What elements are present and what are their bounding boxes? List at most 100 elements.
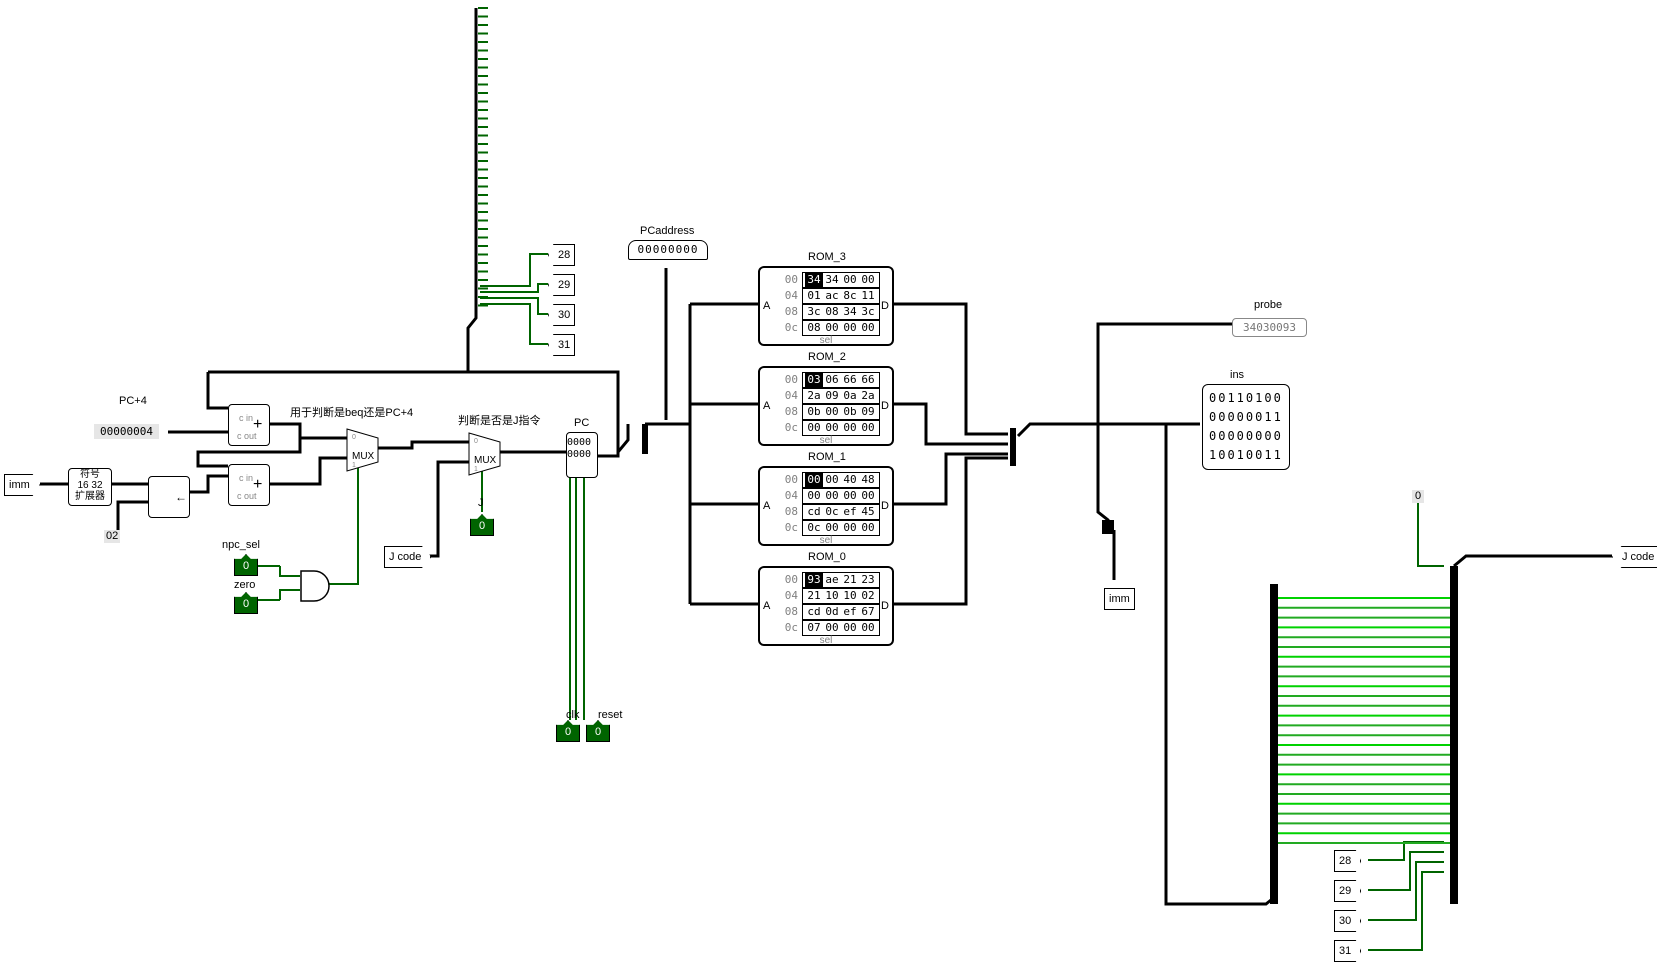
rom-cell[interactable]: 00 bbox=[861, 521, 875, 534]
rom-cell[interactable]: 11 bbox=[861, 289, 875, 302]
rom-cell[interactable]: 08 bbox=[807, 321, 821, 334]
rom-cell[interactable]: 00 bbox=[825, 621, 839, 634]
rom-title: ROM_2 bbox=[808, 351, 846, 363]
clk-input[interactable]: 0 bbox=[556, 720, 580, 742]
rom-cell[interactable]: 00 bbox=[843, 489, 857, 502]
rom-cell[interactable]: 0b bbox=[843, 405, 857, 418]
rom-cell[interactable]: 00 bbox=[825, 405, 839, 418]
rom-row: 08 cd 0d ef 67 bbox=[782, 604, 880, 620]
rom-cell[interactable]: 93 bbox=[805, 573, 823, 587]
rom-cell[interactable]: 67 bbox=[861, 605, 875, 618]
rom-cell[interactable]: 00 bbox=[861, 321, 875, 334]
rom-cell[interactable]: 2a bbox=[861, 389, 875, 402]
rom-cell[interactable]: 00 bbox=[861, 621, 875, 634]
rom-cell[interactable]: 03 bbox=[805, 373, 823, 387]
sign-ext-line3: 扩展器 bbox=[75, 491, 105, 502]
rom-cell[interactable]: 0c bbox=[825, 505, 839, 518]
rom-cell[interactable]: 00 bbox=[825, 421, 839, 434]
rom-cell[interactable]: 21 bbox=[843, 573, 857, 586]
rom-cell[interactable]: 00 bbox=[843, 273, 857, 286]
rom-cell[interactable]: 00 bbox=[807, 489, 821, 502]
rom-cell[interactable]: 00 bbox=[861, 421, 875, 434]
rom-cells: cd 0c ef 45 bbox=[802, 504, 880, 520]
rom-cell[interactable]: 66 bbox=[843, 373, 857, 386]
adder-bottom: c in + c out bbox=[228, 464, 270, 506]
rom-cell[interactable]: cd bbox=[807, 505, 821, 518]
ins-display: 00110100 00000011 00000000 10010011 bbox=[1202, 384, 1290, 470]
rom-cell[interactable]: 00 bbox=[807, 421, 821, 434]
rom-cell[interactable]: 00 bbox=[825, 521, 839, 534]
rom-cell[interactable]: 00 bbox=[843, 621, 857, 634]
rom-cell[interactable]: 00 bbox=[843, 421, 857, 434]
rom-address: 04 bbox=[784, 489, 798, 502]
imm-input-tunnel[interactable]: imm bbox=[4, 474, 40, 496]
rom-cell[interactable]: 0b bbox=[807, 405, 821, 418]
rom-cell[interactable]: 34 bbox=[843, 305, 857, 318]
rom-cell[interactable]: 23 bbox=[861, 573, 875, 586]
rom-cell[interactable]: 66 bbox=[861, 373, 875, 386]
plus-icon: + bbox=[253, 416, 263, 433]
rom-address: 0c bbox=[784, 321, 798, 334]
rom-cell[interactable]: 02 bbox=[861, 589, 875, 602]
rom-cell[interactable]: 00 bbox=[825, 321, 839, 334]
rom-cell[interactable]: ef bbox=[843, 505, 857, 518]
rom-address: 00 bbox=[784, 573, 798, 586]
rom-cell[interactable]: ef bbox=[843, 605, 857, 618]
zero-input[interactable]: 0 bbox=[234, 592, 258, 614]
rom-cell[interactable]: 06 bbox=[825, 373, 839, 386]
rom-cell[interactable]: 00 bbox=[861, 489, 875, 502]
jcode-output-tunnel[interactable]: J code bbox=[1612, 546, 1657, 568]
rom-row: 0c 08 00 00 00 bbox=[782, 320, 880, 336]
rom-sel: sel bbox=[819, 535, 833, 546]
rom-cell[interactable]: 8c bbox=[843, 289, 857, 302]
rom-cell[interactable]: 0d bbox=[825, 605, 839, 618]
reset-input[interactable]: 0 bbox=[586, 720, 610, 742]
rom-cell[interactable]: cd bbox=[807, 605, 821, 618]
rom-cell[interactable]: 3c bbox=[807, 305, 821, 318]
rom-cell[interactable]: 08 bbox=[825, 305, 839, 318]
plus-icon: + bbox=[253, 476, 263, 493]
ins-label: ins bbox=[1230, 369, 1245, 381]
rom-address: 08 bbox=[784, 605, 798, 618]
rom-cell[interactable]: 00 bbox=[805, 473, 823, 487]
rom-address: 08 bbox=[784, 505, 798, 518]
rom-cell[interactable]: ae bbox=[825, 573, 839, 586]
rom-cell[interactable]: 2a bbox=[807, 389, 821, 402]
rom-cell[interactable]: 34 bbox=[805, 273, 823, 287]
rom-title: ROM_0 bbox=[808, 551, 846, 563]
rom-cell[interactable]: 09 bbox=[861, 405, 875, 418]
rom-cell[interactable]: 00 bbox=[861, 273, 875, 286]
npc-sel-input[interactable]: 0 bbox=[234, 554, 258, 576]
rom-cell[interactable]: 21 bbox=[807, 589, 821, 602]
j-input[interactable]: 0 bbox=[470, 514, 494, 536]
rom-cell[interactable]: 3c bbox=[861, 305, 875, 318]
rom-sel: sel bbox=[819, 635, 833, 646]
rom-cell[interactable]: 07 bbox=[807, 621, 821, 634]
rom-cell[interactable]: 48 bbox=[861, 473, 875, 486]
rom-cell[interactable]: 0c bbox=[807, 521, 821, 534]
rom-cell[interactable]: 0a bbox=[843, 389, 857, 402]
rom-cell[interactable]: 40 bbox=[843, 473, 857, 486]
rom-cell[interactable]: ac bbox=[825, 289, 839, 302]
rom-cell[interactable]: 01 bbox=[807, 289, 821, 302]
rom-cell[interactable]: 00 bbox=[825, 489, 839, 502]
rom-cell[interactable]: 10 bbox=[843, 589, 857, 602]
rom-cell[interactable]: 10 bbox=[825, 589, 839, 602]
rom-cell[interactable]: 45 bbox=[861, 505, 875, 518]
sign-ext-line2: 16 32 bbox=[77, 480, 103, 491]
rom-cell[interactable]: 00 bbox=[825, 473, 839, 486]
tunnel-30-bottom: 30 bbox=[1334, 910, 1362, 932]
rom-cell[interactable]: 09 bbox=[825, 389, 839, 402]
rom-cell[interactable]: 00 bbox=[843, 521, 857, 534]
rom-cell[interactable]: 34 bbox=[825, 273, 839, 286]
rom-cells: 0c 00 00 00 bbox=[802, 520, 880, 536]
rom-cell[interactable]: 00 bbox=[843, 321, 857, 334]
jcode-input-tunnel[interactable]: J code bbox=[384, 546, 432, 568]
imm-output-tunnel[interactable]: imm bbox=[1104, 588, 1135, 610]
mux-2 bbox=[468, 432, 501, 476]
